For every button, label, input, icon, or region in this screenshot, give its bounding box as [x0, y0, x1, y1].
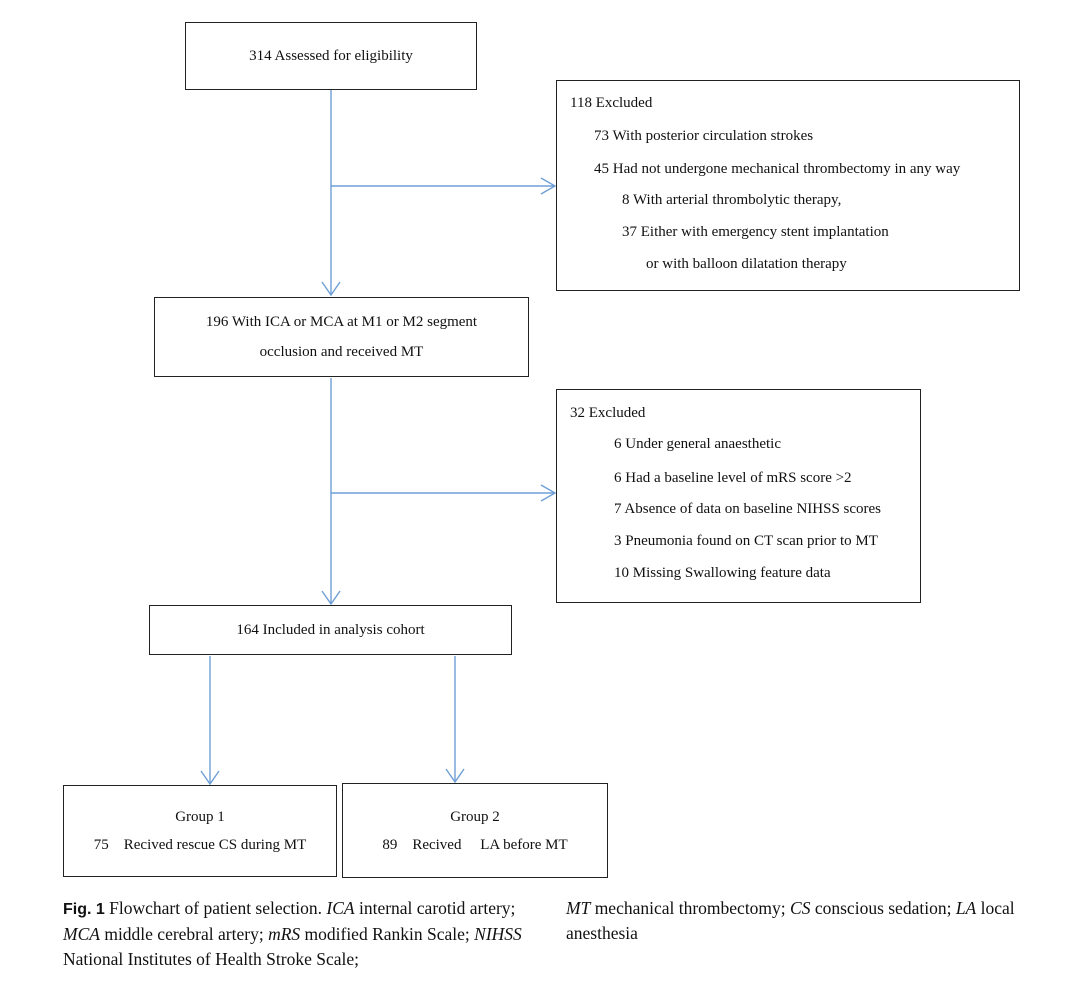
arrowhead-group-2 — [445, 768, 465, 784]
abbr-term: NIHSS — [474, 924, 522, 944]
abbr-def: modified Rankin Scale; — [304, 924, 470, 944]
abbr-term: mRS — [268, 924, 301, 944]
abbr-term: MT — [566, 898, 591, 918]
group-2-text: 89 Recived LA before MT — [382, 836, 568, 853]
group-1-box: Group 1 75 Recived rescue CS during MT — [63, 785, 337, 877]
excluded-1-item: 8 With arterial thrombolytic therapy, — [622, 192, 842, 208]
abbr-def: conscious sedation; — [814, 898, 952, 918]
excluded-2-item: 3 Pneumonia found on CT scan prior to MT — [614, 533, 878, 549]
abbr-def: internal carotid artery; — [358, 898, 516, 918]
excluded-1-item: 45 Had not undergone mechanical thrombec… — [594, 161, 961, 177]
occlusion-box: 196 With ICA or MCA at M1 or M2 segment … — [154, 297, 529, 377]
excluded-box-1: 118 Excluded 73 With posterior circulati… — [556, 80, 1020, 291]
abbr-term: ICA — [326, 898, 355, 918]
arrowhead-group-1 — [200, 770, 220, 786]
caption-intro: Flowchart of patient selection. — [109, 898, 323, 918]
arrowhead-branch-1 — [540, 177, 557, 195]
abbr-def: local anesthesia — [566, 898, 1015, 943]
figure-label: Fig. 1 — [63, 901, 105, 918]
occlusion-line-1: 196 With ICA or MCA at M1 or M2 segment — [205, 314, 478, 330]
excluded-2-item: 6 Had a baseline level of mRS score >2 — [614, 470, 852, 486]
abbr-term: MCA — [63, 924, 100, 944]
abbr-term: LA — [955, 898, 977, 918]
excluded-2-item: 6 Under general anaesthetic — [614, 436, 781, 452]
excluded-2-item: 7 Absence of data on baseline NIHSS scor… — [614, 501, 882, 517]
group-2-box: Group 2 89 Recived LA before MT — [342, 783, 608, 878]
excluded-1-header: 118 Excluded — [570, 95, 653, 111]
arrowhead-branch-2 — [540, 484, 557, 502]
abbr-def: mechanical thrombectomy; — [594, 898, 786, 918]
excluded-1-item: 73 With posterior circulation strokes — [594, 128, 814, 144]
excluded-1-item: or with balloon dilatation therapy — [646, 256, 847, 272]
assessed-text: 314 Assessed for eligibility — [249, 47, 413, 64]
figure-caption: Fig. 1 Flowchart of patient selection. I… — [63, 896, 533, 972]
abbr-def: National Institutes of Health Stroke Sca… — [63, 949, 359, 969]
arrowhead-trunk-1 — [321, 281, 341, 297]
excluded-2-header: 32 Excluded — [570, 405, 646, 421]
arrowhead-trunk-2 — [321, 590, 341, 606]
group-1-text: 75 Recived rescue CS during MT — [93, 837, 307, 853]
excluded-box-2: 32 Excluded 6 Under general anaesthetic … — [556, 389, 921, 603]
group-1-title: Group 1 — [175, 809, 225, 825]
included-box: 164 Included in analysis cohort — [149, 605, 512, 655]
abbr-def: middle cerebral artery; — [104, 924, 264, 944]
group-2-title: Group 2 — [450, 808, 500, 825]
assessed-box: 314 Assessed for eligibility — [185, 22, 477, 90]
included-text: 164 Included in analysis cohort — [236, 621, 425, 638]
figure-caption-continued: MT mechanical thrombectomy; CS conscious… — [566, 896, 1051, 946]
occlusion-line-2: occlusion and received MT — [259, 344, 424, 360]
excluded-1-item: 37 Either with emergency stent implantat… — [622, 224, 889, 240]
abbr-term: CS — [790, 898, 811, 918]
excluded-2-item: 10 Missing Swallowing feature data — [614, 565, 831, 581]
